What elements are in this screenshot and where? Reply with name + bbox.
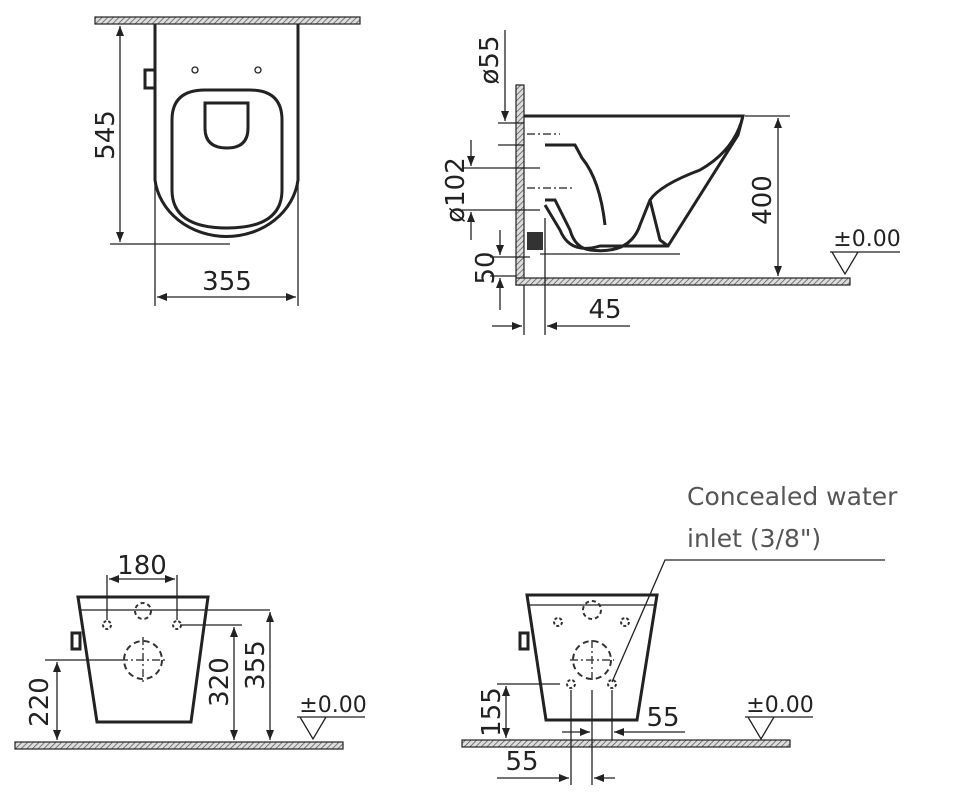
callout-line2: inlet (3/8") (687, 524, 821, 553)
wall-offset-label: 45 (588, 295, 621, 325)
flush-connector (143, 68, 157, 90)
hinge-hole (254, 66, 262, 74)
bowl-outline (153, 24, 300, 238)
outlet-diameter-label: ø102 (441, 157, 471, 223)
water-inlet (566, 679, 576, 689)
floor-level-marker (297, 716, 365, 741)
floor-level-marker (830, 251, 900, 276)
water-inlet (607, 679, 617, 689)
floor-level-label: ±0.00 (746, 693, 813, 718)
inlet-height-label: 155 (477, 687, 507, 737)
side-view: ø55 ø102 50 45 400 ±0.00 (441, 30, 901, 335)
height-dim-label: 400 (748, 175, 778, 225)
wall-hatch (515, 84, 525, 286)
outlet-height-label: 220 (25, 677, 55, 727)
floor-hatch (461, 739, 791, 748)
lid-opening (203, 101, 250, 150)
mount-block (527, 232, 543, 250)
inlet-offset-left-label: 55 (505, 747, 538, 777)
depth-dim-label: 545 (91, 110, 121, 160)
inlet-hole (134, 602, 152, 620)
seat-outline (170, 88, 284, 230)
floor-hatch (515, 277, 851, 286)
floor-level-marker (745, 716, 813, 741)
front-outline (76, 595, 210, 724)
floor-gap-label: 50 (471, 251, 501, 284)
bolt-hole (172, 620, 182, 630)
bowl-section (524, 114, 745, 253)
rear-outline (525, 593, 659, 722)
top-height-label: 355 (241, 640, 271, 690)
outlet-hole (123, 640, 163, 680)
top-view: 545 355 (91, 16, 361, 306)
floor-hatch (14, 741, 344, 750)
rim-channel (545, 143, 607, 226)
bolt-hole (102, 620, 112, 630)
hinge-hole (191, 66, 199, 74)
callout-leader (611, 559, 885, 683)
floor-level-label: ±0.00 (833, 227, 900, 252)
inlet-diameter-label: ø55 (475, 36, 505, 85)
inlet-offset-right-label: 55 (646, 703, 679, 733)
bolt-spacing-label: 180 (117, 551, 167, 581)
bolt-height-label: 320 (205, 657, 235, 707)
floor-level-label: ±0.00 (299, 693, 366, 718)
wall-hatch (94, 16, 361, 25)
front-view: 180 220 320 355 ±0.00 (14, 551, 367, 750)
width-dim-label: 355 (202, 267, 252, 297)
rear-view: Concealed water inlet (3/8") 155 55 55 ±… (461, 482, 898, 785)
callout-line1: Concealed water (687, 482, 898, 511)
